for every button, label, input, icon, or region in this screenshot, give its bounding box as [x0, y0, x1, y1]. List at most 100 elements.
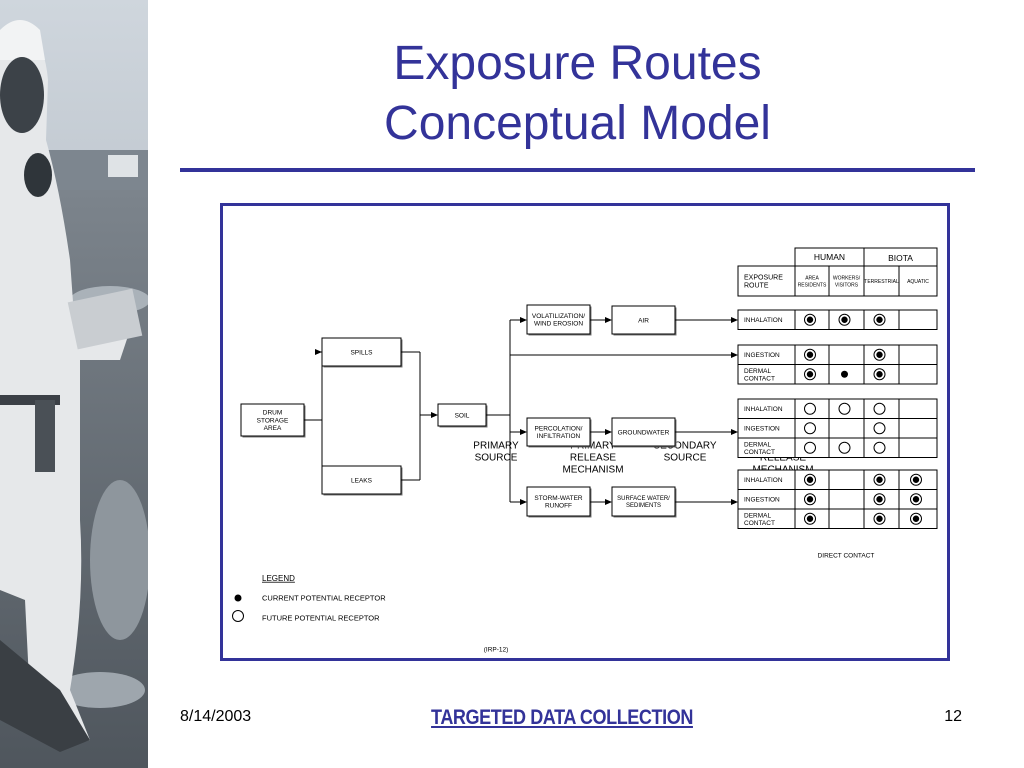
route-label: INHALATION — [744, 317, 783, 324]
future-receptor-marker — [838, 402, 851, 415]
receptor-cell — [828, 508, 865, 529]
slide-title: Exposure Routes Conceptual Model — [180, 34, 975, 154]
box-soil-label: SOIL — [455, 412, 470, 419]
current-receptor-dot — [806, 351, 814, 358]
future-receptor-marker — [873, 422, 886, 435]
legend-current-marker — [234, 594, 242, 602]
future-receptor-marker — [873, 402, 886, 415]
arrow-air-routes-head — [731, 317, 738, 323]
box-volatilization — [526, 304, 591, 335]
current-receptor-dot — [912, 476, 920, 483]
direct-contact-label: DIRECT CONTACT — [818, 552, 875, 559]
receptor-cell — [828, 418, 865, 439]
receptor-human-label: HUMAN — [814, 252, 845, 262]
current-receptor-dot — [876, 371, 883, 378]
box-spills — [321, 337, 402, 367]
footer-title: TARGETED DATA COLLECTION — [431, 706, 693, 729]
current-receptor-dot — [841, 370, 848, 378]
source-note: (IRP-12) — [484, 646, 509, 653]
box-groundwater-label: GROUNDWATER — [618, 429, 670, 436]
worker-photo — [0, 0, 148, 768]
current-receptor-dot — [806, 316, 814, 323]
box-spills-label: SPILLS — [350, 349, 373, 356]
title-line-1: Exposure Routes — [393, 37, 762, 90]
arrow-to-air-head — [605, 317, 612, 323]
arrow-to-volatilization-head — [520, 317, 527, 323]
future-receptor-marker — [804, 422, 816, 435]
receptor-column-header — [828, 265, 865, 297]
route-label: INHALATION — [744, 477, 783, 484]
arrow-surface-water-routes-head — [731, 499, 738, 505]
future-receptor-marker — [873, 441, 886, 454]
arrow-to-groundwater-head — [605, 429, 612, 435]
arrow-to-soil-head — [431, 412, 438, 418]
box-surface-water — [611, 486, 676, 517]
current-receptor-dot — [876, 515, 883, 522]
source-box-drum-storage — [240, 403, 305, 437]
receptor-cell — [828, 344, 865, 365]
receptor-cell — [898, 344, 938, 365]
box-volatilization-label: VOLATILIZATION/WIND EROSION — [532, 313, 585, 328]
receptor-cell — [898, 398, 938, 419]
box-percolation — [526, 417, 591, 447]
box-leaks-label: LEAKS — [351, 477, 373, 484]
legend-title: LEGEND — [262, 574, 295, 583]
page-number: 12 — [944, 708, 962, 725]
receptor-column-label: AQUATIC — [907, 279, 929, 285]
receptor-column-header — [794, 265, 830, 297]
current-receptor-dot — [876, 496, 883, 503]
receptor-cell — [898, 309, 938, 330]
box-air-label: AIR — [638, 317, 649, 324]
arrow-to-spills-head — [315, 349, 322, 355]
future-receptor-marker — [838, 441, 851, 454]
box-groundwater — [611, 417, 676, 447]
box-surface-water-label: SURFACE WATER/SEDIMENTS — [617, 496, 670, 509]
exposure-route-header — [737, 265, 796, 297]
legend-future-label: FUTURE POTENTIAL RECEPTOR — [262, 614, 380, 623]
current-receptor-dot — [841, 316, 848, 323]
future-receptor-marker — [804, 402, 816, 415]
receptor-column-header — [898, 265, 938, 297]
receptor-cell — [898, 418, 938, 439]
receptor-biota-label: BIOTA — [888, 253, 913, 263]
receptor-column-header — [863, 265, 900, 297]
arrow-to-stormwater-head — [520, 499, 527, 505]
legend-future-marker — [232, 610, 244, 622]
route-label: INHALATION — [744, 406, 783, 413]
arrow-direct-contact-head — [731, 352, 738, 358]
route-label: INGESTION — [744, 497, 780, 504]
current-receptor-dot — [876, 351, 883, 358]
title-line-2: Conceptual Model — [384, 97, 771, 150]
current-receptor-dot — [806, 476, 814, 483]
route-label: INGESTION — [744, 426, 780, 433]
current-receptor-dot — [912, 496, 920, 503]
receptor-cell — [898, 437, 938, 458]
receptor-cell — [898, 364, 938, 385]
current-receptor-dot — [876, 316, 883, 323]
route-label: INGESTION — [744, 352, 780, 359]
receptor-cell — [828, 469, 865, 490]
arrow-to-percolation-head — [520, 429, 527, 435]
legend-current-label: CURRENT POTENTIAL RECEPTOR — [262, 594, 386, 603]
box-stormwater — [526, 486, 591, 517]
future-receptor-marker — [804, 441, 816, 454]
current-receptor-dot — [806, 515, 814, 522]
title-underline — [180, 168, 975, 172]
receptor-column-label: TERRESTRIAL — [864, 279, 899, 285]
box-leaks — [321, 465, 402, 495]
current-receptor-dot — [806, 496, 814, 503]
receptor-column-label: WORKERS/VISITORS — [833, 275, 861, 288]
box-percolation-label: PERCOLATION/INFILTRATION — [535, 425, 583, 440]
